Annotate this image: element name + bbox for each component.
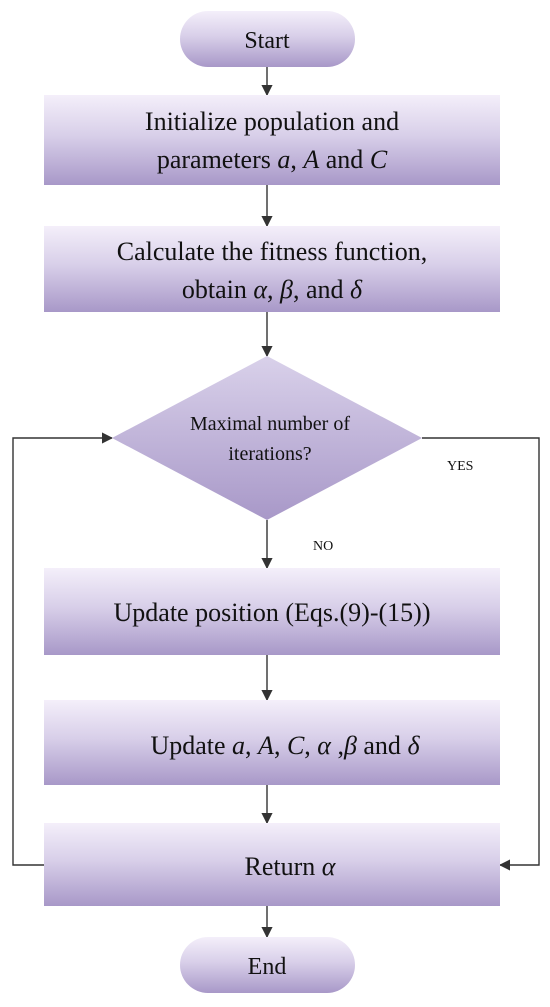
node-text-run: Return — [245, 852, 322, 881]
node-text-run: α — [253, 275, 268, 304]
node-text-run: parameters — [157, 145, 278, 174]
node-text-run: and — [357, 731, 408, 760]
node-text-run: C — [287, 731, 305, 760]
start-label: Start — [244, 28, 290, 54]
node-text-run: iterations? — [228, 443, 311, 465]
node-text-run: , — [245, 731, 258, 760]
decision-label: Maximal number of iterations? — [190, 413, 350, 465]
end-label: End — [248, 954, 287, 980]
update-position-process-box — [44, 568, 500, 655]
node-text-run: δ — [407, 731, 420, 760]
node-return: Return α — [44, 823, 500, 906]
node-text-run: Calculate the fitness function, — [117, 237, 427, 266]
node-text-run: Update — [150, 731, 232, 760]
node-text-run: End — [248, 954, 287, 980]
node-text-run: , — [331, 731, 344, 760]
update-position-label: Update position (Eqs.(9)-(15)) — [114, 598, 431, 627]
no-label: NO — [313, 539, 333, 554]
node-text-run: δ — [350, 275, 363, 304]
node-text-run: Update position (Eqs.(9)-(15)) — [114, 598, 431, 627]
init-label: Initialize population and parameters a, A… — [145, 107, 399, 174]
node-text-run: a — [277, 145, 290, 174]
node-text-run: Start — [244, 28, 290, 54]
node-text-run: , — [267, 275, 280, 304]
node-fitness: Calculate the fitness function, obtain α,… — [44, 226, 500, 312]
start-terminal-shape — [180, 11, 355, 67]
node-text-run: Initialize population and — [145, 107, 399, 136]
node-text-run: , — [274, 731, 287, 760]
node-text-run: and — [319, 145, 370, 174]
node-update-params: Update a, A, C, α ,β and δ — [44, 700, 500, 785]
node-init: Initialize population and parameters a, A… — [44, 95, 500, 185]
node-text-run: a — [232, 731, 245, 760]
fitness-label: Calculate the fitness function, obtain α,… — [117, 237, 427, 304]
node-end: End — [180, 937, 355, 993]
node-text-run: , — [304, 731, 317, 760]
update-params-process-box — [44, 700, 500, 785]
node-text-run: Maximal number of — [190, 413, 350, 435]
node-text-run: A — [256, 731, 274, 760]
node-decision: Maximal number of iterations? — [112, 356, 422, 520]
node-text-run: obtain — [182, 275, 254, 304]
update-params-label: Update a, A, C, α ,β and δ — [150, 731, 420, 760]
node-text-run: β — [279, 275, 293, 304]
edges — [12, 67, 540, 939]
node-text-run: β — [343, 731, 357, 760]
edge-decision-yes-return — [422, 437, 540, 871]
end-terminal-shape — [180, 937, 355, 993]
node-text-run: , and — [293, 275, 350, 304]
fitness-process-box — [44, 226, 500, 312]
node-text-run: α — [317, 731, 332, 760]
edge-loop-back-decision — [12, 432, 114, 866]
init-process-box — [44, 95, 500, 185]
yes-label: YES — [447, 459, 473, 474]
node-text-run: C — [370, 145, 388, 174]
node-start: Start — [180, 11, 355, 67]
return-process-box — [44, 823, 500, 906]
decision-diamond — [112, 356, 422, 520]
node-text-run: α — [322, 852, 337, 881]
return-label: Return α — [245, 852, 337, 881]
node-text-run: , — [290, 145, 303, 174]
node-update-position: Update position (Eqs.(9)-(15)) — [44, 568, 500, 655]
node-text-run: A — [301, 145, 319, 174]
